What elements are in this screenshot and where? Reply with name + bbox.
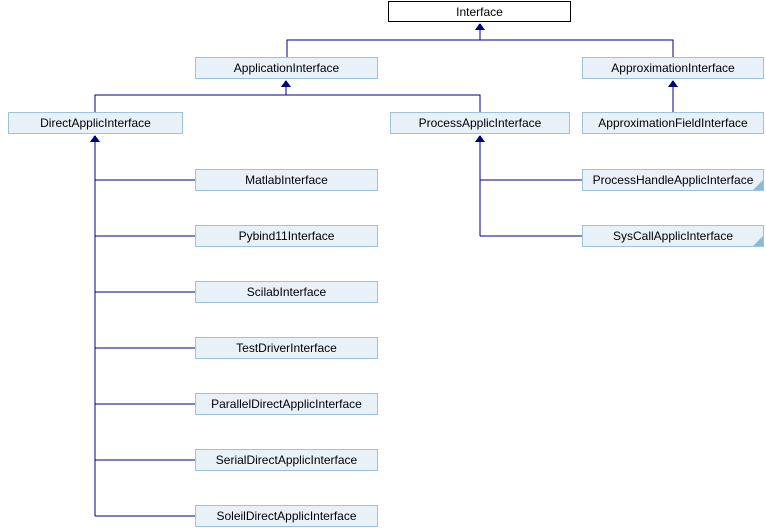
arrowhead-to-application-interface bbox=[281, 80, 291, 87]
class-node-pybind11-interface[interactable]: Pybind11Interface bbox=[195, 225, 378, 247]
connector-direct-children bbox=[94, 141, 195, 517]
class-label: MatlabInterface bbox=[245, 173, 328, 187]
class-node-test-driver-interface[interactable]: TestDriverInterface bbox=[195, 337, 378, 359]
class-node-process-applic-interface[interactable]: ProcessApplicInterface bbox=[390, 112, 570, 134]
class-node-scilab-interface[interactable]: ScilabInterface bbox=[195, 281, 378, 303]
arrowhead-to-approximation-interface bbox=[668, 80, 678, 87]
class-node-approximation-field-interface[interactable]: ApproximationFieldInterface bbox=[582, 112, 764, 134]
hidden-subclasses-fold-icon bbox=[753, 236, 763, 246]
class-label: DirectApplicInterface bbox=[40, 116, 151, 130]
class-label: ProcessApplicInterface bbox=[418, 116, 542, 130]
class-label: ParallelDirectApplicInterface bbox=[211, 397, 362, 411]
arrowhead-to-process-applic-interface bbox=[475, 135, 485, 142]
class-node-matlab-interface[interactable]: MatlabInterface bbox=[195, 169, 378, 191]
class-label: SoleilDirectApplicInterface bbox=[216, 509, 357, 523]
class-node-soleil-direct-applic-interface[interactable]: SoleilDirectApplicInterface bbox=[195, 505, 378, 527]
class-node-serial-direct-applic-interface[interactable]: SerialDirectApplicInterface bbox=[195, 449, 378, 471]
hidden-subclasses-fold-icon bbox=[753, 180, 763, 190]
class-node-parallel-direct-applic-interface[interactable]: ParallelDirectApplicInterface bbox=[195, 393, 378, 415]
connector-interface-children bbox=[286, 29, 674, 57]
connector-application-children bbox=[94, 86, 481, 112]
class-label: Interface bbox=[456, 4, 503, 19]
class-label: ScilabInterface bbox=[246, 285, 327, 299]
arrowhead-to-direct-applic-interface bbox=[90, 135, 100, 142]
class-label: Pybind11Interface bbox=[238, 229, 335, 243]
connector-process-children bbox=[479, 141, 582, 237]
class-node-direct-applic-interface[interactable]: DirectApplicInterface bbox=[8, 112, 183, 134]
class-node-approximation-interface[interactable]: ApproximationInterface bbox=[582, 57, 764, 79]
class-node-sys-call-applic-interface[interactable]: SysCallApplicInterface bbox=[582, 225, 764, 247]
class-node-interface: Interface bbox=[388, 1, 571, 22]
class-node-process-handle-applic-interface[interactable]: ProcessHandleApplicInterface bbox=[582, 169, 764, 191]
arrowhead-to-interface bbox=[475, 23, 485, 30]
class-label: SerialDirectApplicInterface bbox=[215, 453, 358, 467]
class-label: TestDriverInterface bbox=[236, 341, 337, 355]
class-label: ApproximationFieldInterface bbox=[598, 116, 748, 130]
class-label: ApproximationInterface bbox=[611, 61, 735, 75]
class-label: ProcessHandleApplicInterface bbox=[592, 173, 754, 187]
class-node-application-interface[interactable]: ApplicationInterface bbox=[195, 57, 378, 79]
class-label: ApplicationInterface bbox=[233, 61, 340, 75]
class-label: SysCallApplicInterface bbox=[612, 229, 734, 243]
